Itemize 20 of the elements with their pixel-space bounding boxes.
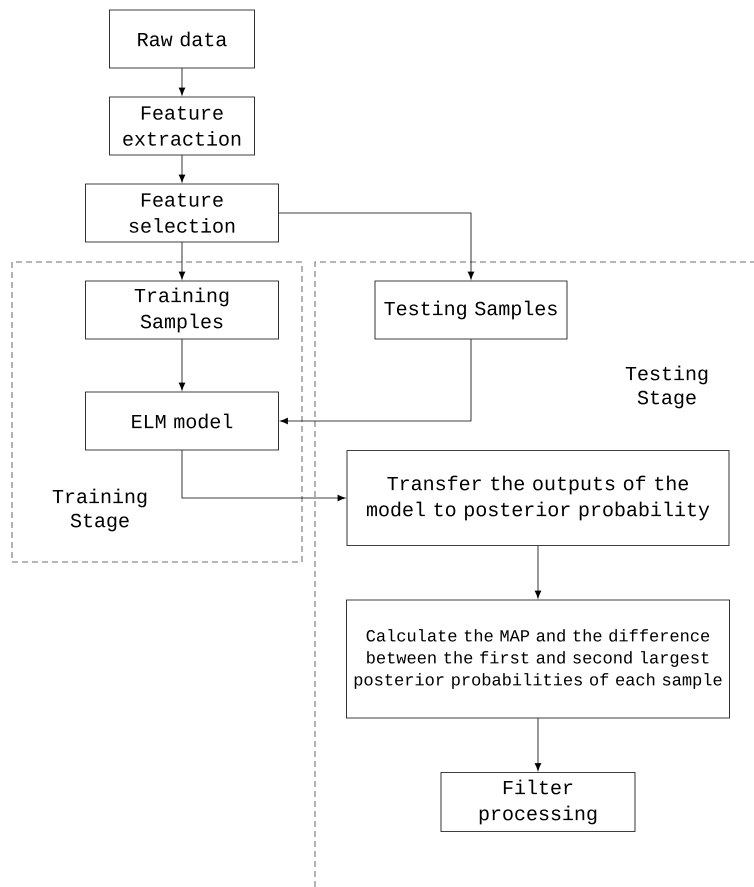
process-box: Feature selection [85,184,279,242]
process-box: Calculate the MAP and the difference between the first and second largest posterior probabilities of each sample [346,600,730,718]
stage-label: Testing Stage [626,366,708,408]
process-box: Transfer the outputs of the model to posterior probability [346,450,730,546]
process-box: Training Samples [85,280,279,340]
arrow [534,718,542,771]
arrow [178,242,186,280]
process-box: Raw data [109,10,255,68]
arrow [182,450,346,502]
process-box: ELM model [85,392,279,450]
arrow [534,546,542,598]
arrow [178,155,186,182]
process-box: Feature extraction [109,96,255,156]
process-box: Testing Samples [374,280,568,340]
arrow [178,339,186,390]
arrow [278,212,474,280]
arrow [178,68,186,96]
arrow [280,339,472,424]
stage-label: Training Stage [52,488,146,532]
process-box: Filter processing [440,772,636,832]
